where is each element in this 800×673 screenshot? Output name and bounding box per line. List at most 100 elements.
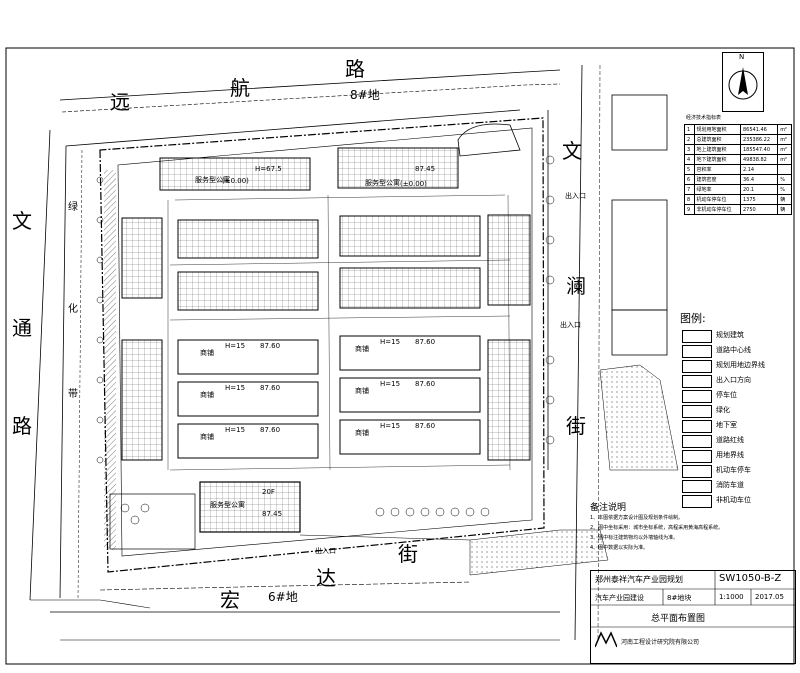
index-table-cell: % [777, 184, 792, 195]
building-label: 商铺 [355, 429, 369, 437]
index-table-cell: % [777, 174, 792, 185]
road-west-char-2: 通 [12, 316, 32, 340]
building-height: H=15 [380, 380, 401, 388]
index-table-cell: 86541.46 [739, 124, 779, 135]
index-table-title: 经济技术指标表 [686, 115, 722, 121]
title-block-grid [591, 571, 795, 628]
entrance-south: 出入口 [315, 547, 336, 555]
building-height: H=15 [225, 426, 246, 434]
road-west-char-1: 文 [12, 209, 32, 233]
legend-label: 道路中心线 [716, 346, 751, 354]
legend-symbol-icon [682, 480, 712, 493]
company-logo-icon [595, 631, 617, 648]
index-table-cell: 1 [684, 124, 695, 135]
legend-title: 图例: [680, 312, 706, 325]
building-label: 商铺 [200, 391, 214, 399]
greenbelt-char-2: 化 [68, 304, 78, 315]
entrance-east-2: 出入口 [560, 321, 581, 329]
legend-label: 绿化 [716, 406, 730, 414]
date: 2017.05 [755, 593, 784, 601]
index-table-cell: m² [777, 144, 792, 155]
index-table-cell: 4 [684, 154, 695, 165]
project-name: 郑州泰祥汽车产业园规划 [595, 575, 683, 584]
index-table-cell: 235386.22 [739, 134, 779, 145]
building-label: 商铺 [200, 433, 214, 441]
legend-label: 出入口方向 [716, 376, 751, 384]
north-label: N [739, 53, 745, 61]
legend-label: 规划用地边界线 [716, 361, 765, 369]
index-table-cell [777, 164, 792, 175]
road-east-char-2: 街 [566, 414, 586, 438]
index-table-cell: 地下建筑面积 [693, 154, 741, 165]
legend-symbol-icon [682, 360, 712, 373]
building-height: H=15 [225, 384, 246, 392]
notes-title: 备注说明 [590, 503, 627, 513]
legend-item: 非机动车位 [680, 493, 790, 509]
road-south-char-2: 达 [316, 566, 336, 590]
legend-label: 停车位 [716, 391, 737, 399]
building-level: 87.45 [262, 510, 283, 518]
index-table-cell: 绿地率 [693, 184, 741, 195]
index-table-cell: 185547.40 [739, 144, 779, 155]
legend-symbol-icon [682, 465, 712, 478]
entrance-east-1: 出入口 [565, 192, 586, 200]
building-level: (±0.00) [222, 177, 249, 185]
legend-label: 用地界线 [716, 451, 744, 459]
legend-item: 地下室 [680, 418, 790, 434]
index-table-cell: 9 [684, 204, 695, 215]
building-level: 87.60 [260, 342, 281, 350]
legend-item: 机动车停车 [680, 463, 790, 479]
legend-symbol-icon [682, 390, 712, 403]
greenbelt-char-3: 带 [68, 389, 78, 400]
legend-symbol-icon [682, 375, 712, 388]
legend-panel: 图例: 规划建筑道路中心线规划用地边界线出入口方向停车位绿化地下室道路红线用地界… [680, 310, 794, 510]
north-arrow-box: N [722, 52, 764, 112]
legend-symbol-icon [682, 330, 712, 343]
index-table-cell: 地上建筑面积 [693, 144, 741, 155]
index-table-cell: 机动车停车位 [693, 194, 741, 205]
index-table-cell: 7 [684, 184, 695, 195]
road-south-char-1: 宏 [220, 588, 240, 612]
legend-symbol-icon [682, 495, 712, 508]
building-height: H=15 [380, 422, 401, 430]
building-height: H=15 [380, 338, 401, 346]
building-label: 商铺 [355, 345, 369, 353]
building-label: 商铺 [200, 349, 214, 357]
legend-label: 地下室 [716, 421, 737, 429]
index-table-cell: 非机动车停车位 [693, 204, 741, 215]
legend-item: 道路红线 [680, 433, 790, 449]
index-table-cell: 49838.82 [739, 154, 779, 165]
legend-label: 机动车停车 [716, 466, 751, 474]
legend-item: 绿化 [680, 403, 790, 419]
note-item: 4、图中数据以实际为准。 [590, 545, 649, 551]
note-item: 2、图中坐标采用：城市坐标系统，高程采用黄海高程系统。 [590, 525, 724, 531]
index-table-cell: 3 [684, 144, 695, 155]
drawing-name: 总平面布置图 [651, 614, 706, 624]
legend-label: 道路红线 [716, 436, 744, 444]
building-label: 服务型公寓 [195, 176, 230, 184]
index-table-cell: 规划用地面积 [693, 124, 741, 135]
legend-label: 规划建筑 [716, 331, 744, 339]
road-north-char-3: 路 [345, 57, 365, 81]
company-name: 河南工程设计研究院有限公司 [621, 639, 700, 646]
index-table-cell: 6 [684, 174, 695, 185]
index-table-cell: 8 [684, 194, 695, 205]
road-west-char-3: 路 [12, 414, 32, 438]
building-level: (±0.00) [400, 180, 427, 188]
index-table-cell: 36.4 [739, 174, 779, 185]
building-level: 87.60 [415, 380, 436, 388]
index-table-cell: 2.14 [739, 164, 779, 175]
building-label: 服务型公寓 [365, 179, 400, 187]
north-arrow-icon [728, 67, 758, 100]
index-table-cell: m² [777, 154, 792, 165]
